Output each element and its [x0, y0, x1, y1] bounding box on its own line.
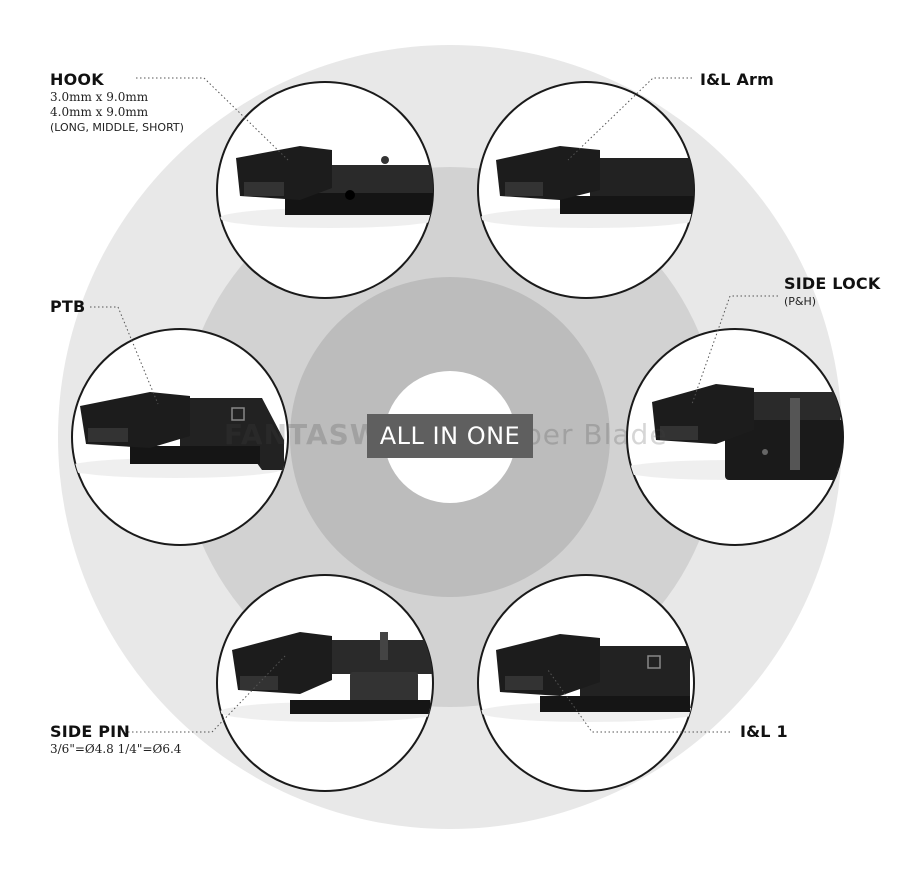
il-arm-leader-line [567, 77, 692, 161]
brand-watermark: FANTASW per Blade [224, 412, 674, 458]
watermark-right-text: per Blade [524, 418, 668, 451]
il-1-title: I&L 1 [740, 722, 788, 741]
il-1-leader-line [547, 669, 730, 733]
side-pin-detail: 3/6"=Ø4.8 1/4"=Ø6.4 [50, 742, 182, 756]
ptb-adapter-photo [71, 328, 289, 546]
hook-detail-3: (LONG, MIDDLE, SHORT) [50, 121, 184, 134]
il-arm-title: I&L Arm [699, 70, 774, 89]
ptb-label: PTB [50, 297, 85, 317]
side-pin-leader-line [128, 654, 287, 733]
side-lock-detail: (P&H) [784, 295, 817, 308]
side-pin-label: SIDE PIN 3/6"=Ø4.8 1/4"=Ø6.4 [50, 722, 181, 757]
il-1-label: I&L 1 [740, 722, 788, 742]
hook-detail-1: 3.0mm x 9.0mm [50, 90, 149, 104]
il-1-adapter-photo [477, 574, 695, 792]
leader-lines [90, 77, 778, 733]
hook-title: HOOK [50, 70, 104, 89]
il-arm-label: I&L Arm [700, 70, 774, 90]
ptb-title: PTB [50, 297, 86, 316]
hook-label: HOOK 3.0mm x 9.0mm 4.0mm x 9.0mm (LONG, … [50, 70, 184, 135]
hook-detail-2: 4.0mm x 9.0mm [50, 105, 149, 119]
il-arm-adapter-photo [477, 81, 695, 299]
side-pin-adapter-photo [216, 574, 434, 792]
all-in-one-badge: ALL IN ONE [367, 414, 533, 458]
hook-leader-line [136, 77, 289, 161]
side-lock-label: SIDE LOCK (P&H) [784, 274, 880, 309]
ptb-leader-line [90, 306, 159, 405]
hook-adapter-photo [216, 81, 434, 299]
side-pin-title: SIDE PIN [50, 722, 130, 741]
watermark-left-text: FANTASW [224, 418, 382, 451]
side-lock-title: SIDE LOCK [784, 274, 881, 293]
side-lock-adapter-photo [626, 328, 844, 546]
side-lock-leader-line [691, 295, 778, 405]
